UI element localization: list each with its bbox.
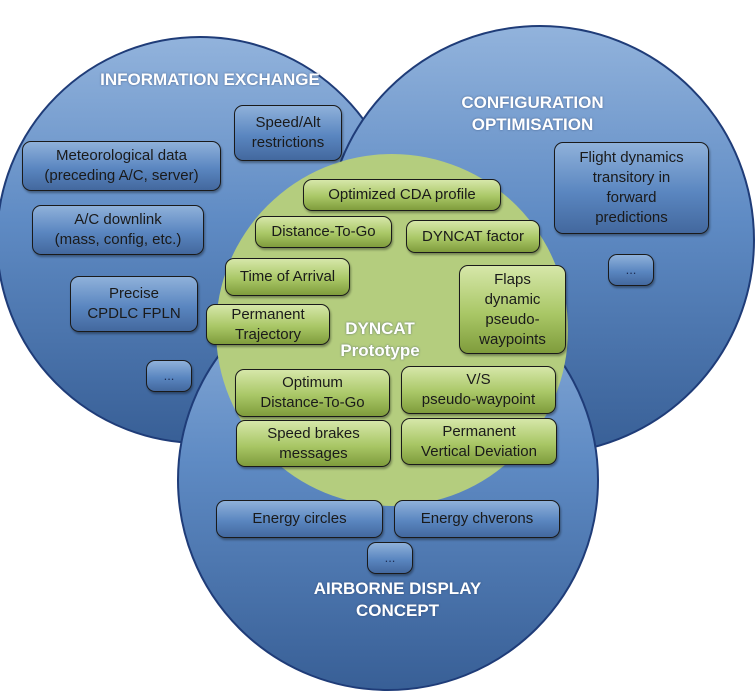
item-permanent-trajectory: Permanent Trajectory — [206, 304, 330, 345]
item-speed-alt-restrictions: Speed/Alt restrictions — [234, 105, 342, 161]
item-flight-dynamics-transitory: Flight dynamics transitory in forward pr… — [554, 142, 709, 234]
title-airborne-display-concept: AIRBORNE DISPLAY CONCEPT — [313, 579, 482, 620]
item-vs-pseudo-waypoint: V/S pseudo-waypoint — [401, 366, 556, 414]
item-meteorological-data: Meteorological data (preceding A/C, serv… — [22, 141, 221, 191]
item-dyncat-factor: DYNCAT factor — [406, 220, 540, 253]
title-dyncat-prototype: DYNCAT Prototype — [340, 319, 420, 360]
item-optimized-cda-profile: Optimized CDA profile — [303, 179, 501, 211]
item-speed-brakes-messages: Speed brakes messages — [236, 420, 391, 467]
item-optimum-distance-to-go: Optimum Distance-To-Go — [235, 369, 390, 417]
title-configuration-optimisation: CONFIGURATION OPTIMISATION — [461, 93, 604, 134]
item-energy-chverons: Energy chverons — [394, 500, 560, 538]
item-more-configuration-optimisation: ... — [608, 254, 654, 286]
item-ac-downlink: A/C downlink (mass, config, etc.) — [32, 205, 204, 255]
item-flaps-dynamic-pseudo-waypoints: Flaps dynamic pseudo- waypoints — [459, 265, 566, 354]
item-time-of-arrival: Time of Arrival — [225, 258, 350, 296]
item-precise-cpdlc-fpln: Precise CPDLC FPLN — [70, 276, 198, 332]
title-information-exchange: INFORMATION EXCHANGE — [100, 70, 320, 89]
item-distance-to-go: Distance-To-Go — [255, 216, 392, 248]
item-permanent-vertical-deviation: Permanent Vertical Deviation — [401, 418, 557, 465]
item-more-airborne-display: ... — [367, 542, 413, 574]
item-energy-circles: Energy circles — [216, 500, 383, 538]
item-more-information-exchange: ... — [146, 360, 192, 392]
